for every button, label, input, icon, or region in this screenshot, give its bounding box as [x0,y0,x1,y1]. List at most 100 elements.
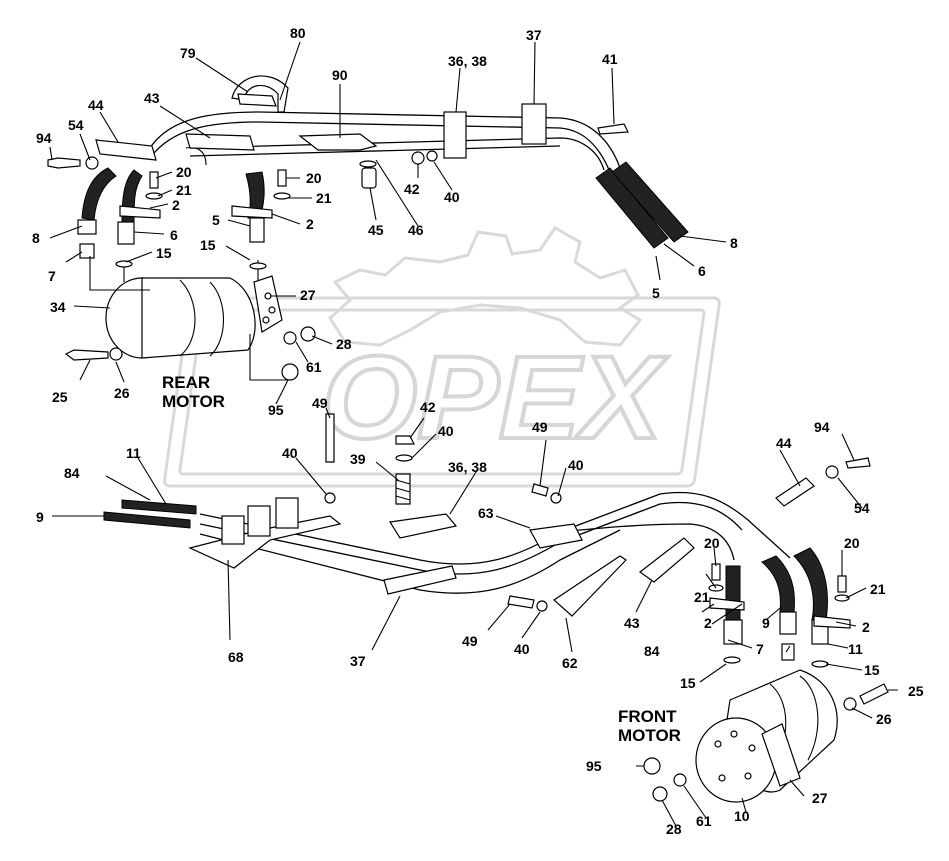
clamp-36-38-top [443,111,467,159]
watermark-frame-inner [178,308,706,476]
callout-21-d: 21 [870,581,886,597]
upper-hoses [77,161,689,259]
callout-44-top: 44 [88,97,104,113]
bracket-63 [529,523,583,549]
clip-2-left [119,205,161,219]
hose-front-9 [761,555,795,613]
callout-26-a: 26 [114,385,130,401]
callout-54-top: 54 [68,117,84,133]
callout-62: 62 [562,655,578,671]
nut-95-rear [281,363,299,381]
opex-watermark: OPEX [162,226,721,488]
callout-40-c: 40 [282,445,298,461]
washer-26-rear [109,347,123,361]
bolt-20-front-a [711,563,721,581]
callout-84-a: 84 [64,465,80,481]
callout-11-b: 11 [848,641,863,657]
bolt-25-rear [64,349,109,361]
callout-49-a: 49 [312,395,328,411]
callout-90: 90 [332,67,348,83]
callout-26-b: 26 [876,711,892,727]
callout-8-b: 8 [730,235,738,251]
nut-28-front [652,786,668,802]
watermark-text: OPEX [322,332,669,464]
nut-95-front [643,757,661,775]
callout-20-c: 20 [704,535,720,551]
bracket-43-top [185,133,255,151]
callout-5-a: 5 [212,212,220,228]
leader-lines [49,41,898,827]
washer-26-front [843,697,857,711]
washer-54-top [85,156,99,170]
callout-44-b: 44 [776,435,792,451]
heading-front-motor-line1: FRONT [618,707,677,726]
callout-27-a: 27 [300,287,316,303]
callout-40-d: 40 [568,457,584,473]
clip-2-front-a [709,597,745,611]
callout-20-d: 20 [844,535,860,551]
callout-2-c: 2 [704,615,712,631]
nut-42-mid [395,435,415,445]
bolt-20-right [277,169,287,187]
callout-54-b: 54 [854,500,870,516]
bracket-44-top [95,139,157,161]
bracket-79 [237,93,277,107]
bolt-49-left [507,595,535,609]
callout-25-a: 25 [52,389,68,405]
washer-40-top [426,150,438,162]
washer-40-mid [324,492,336,504]
rear-motor [64,256,316,381]
callout-labels: 80 79 90 36, 38 37 41 44 43 94 54 20 21 … [32,25,924,837]
middle-parts [324,413,415,505]
bracket-62 [553,555,627,617]
bolt-94-top [47,157,81,169]
callout-21-a: 21 [176,182,192,198]
callout-45: 45 [368,222,384,238]
lower-tube-assembly [188,457,871,617]
callout-46: 46 [408,222,424,238]
front-motor-face [695,717,777,803]
clamp-80 [231,75,289,113]
hose-front-84 [725,565,741,621]
callout-43-b: 43 [624,615,640,631]
callout-20-a: 20 [176,164,192,180]
upper-tube-assembly [149,111,621,173]
nut-42-top [411,151,425,165]
callout-37-top: 37 [526,27,542,43]
callout-6-b: 6 [698,263,706,279]
rear-motor-plate [253,275,283,333]
lower-hoses [103,499,851,668]
hose-upper-right-a [595,167,669,249]
callout-42-b: 42 [420,399,436,415]
hose-upper-right-b [611,161,689,243]
callout-40-e: 40 [514,641,530,657]
callout-63: 63 [478,505,494,521]
callout-6-a: 6 [170,227,178,243]
bolt-94-lower [845,457,871,469]
callout-61-a: 61 [306,359,322,375]
rear-motor-body [141,277,256,359]
callout-11-a: 11 [126,445,141,461]
bolt-41 [597,123,629,135]
callout-8-a: 8 [32,230,40,246]
callout-42-a: 42 [404,181,420,197]
callout-49-b: 49 [532,419,548,435]
hose-rear-left [81,167,117,221]
callout-15-b: 15 [156,245,172,261]
hose-9-left [103,511,191,529]
callout-79: 79 [180,45,196,61]
hose-front-11 [793,547,828,621]
bolt-20-front-b [837,575,847,593]
callout-28-a: 28 [336,336,352,352]
washer-61-rear [283,331,297,345]
callout-94-top: 94 [36,130,52,146]
callout-39: 39 [350,451,366,467]
callout-49-c: 49 [462,633,478,649]
heading-rear-motor-line1: REAR [162,373,210,392]
callout-36-38-mid: 36, 38 [448,459,487,475]
callout-21-b: 21 [316,190,332,206]
callout-15-c: 15 [864,662,880,678]
clamp-37-top [521,103,547,145]
watermark-gear-outline [328,226,643,347]
bracket-43-lower [638,537,695,583]
